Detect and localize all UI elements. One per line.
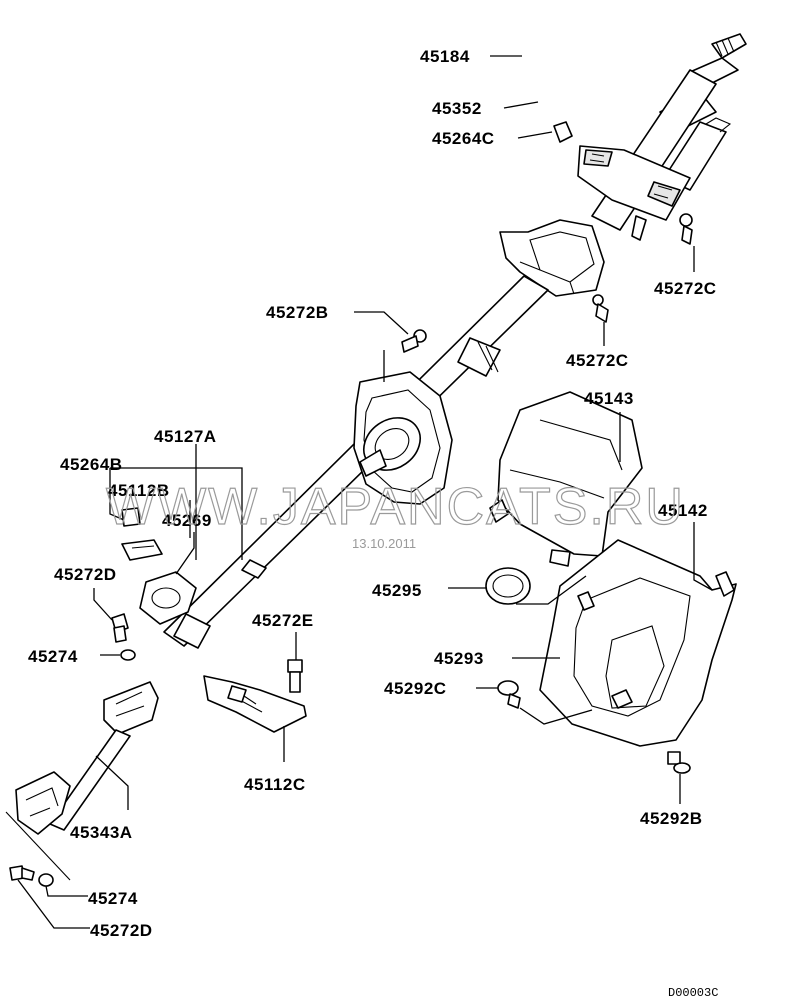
label-45272D-upper: 45272D — [54, 565, 117, 584]
label-45293: 45293 — [434, 649, 484, 668]
label-45352: 45352 — [432, 99, 482, 118]
intermediate-shaft — [163, 275, 549, 649]
label-45272C-upper: 45272C — [654, 279, 717, 298]
bolt-45272E — [287, 659, 303, 693]
bolt-45272C-mid — [592, 294, 609, 323]
column-bracket-assembly — [577, 145, 691, 241]
screw-45292C — [497, 680, 521, 709]
lower-column-cover — [539, 539, 737, 747]
label-45269: 45269 — [162, 511, 212, 530]
watermark-text: WWW.JAPANCATS.RU — [106, 478, 685, 536]
label-45112B: 45112B — [108, 481, 170, 500]
label-45264C: 45264C — [432, 129, 495, 148]
bolt-45272C-upper — [679, 213, 693, 245]
cover-ring — [485, 567, 531, 605]
date-stamp: 13.10.2011 — [352, 536, 416, 551]
bolt-45272B — [401, 329, 427, 353]
label-45184: 45184 — [420, 47, 470, 66]
washer-45274-upper — [120, 649, 136, 661]
nut-45264B — [121, 507, 141, 527]
label-45127A: 45127A — [154, 427, 217, 446]
label-45274-upper: 45274 — [28, 647, 78, 666]
label-45292C: 45292C — [384, 679, 447, 698]
label-45264B: 45264B — [60, 455, 123, 474]
screw-45292B — [667, 751, 691, 774]
label-45272B: 45272B — [266, 303, 329, 322]
leader-lines — [17, 55, 713, 929]
label-45292B: 45292B — [640, 809, 703, 828]
callout-labels: 45184 45352 45264C 45272C 45272B 45272C … — [28, 47, 717, 940]
document-id: D00003C — [668, 986, 718, 1000]
bolt-45264C — [553, 121, 573, 143]
label-45272E: 45272E — [252, 611, 314, 630]
lower-column-housing — [499, 219, 605, 297]
shaft-bushing — [139, 571, 197, 625]
label-45343A: 45343A — [70, 823, 133, 842]
label-45142: 45142 — [658, 501, 708, 520]
dust-cover-plate — [353, 371, 453, 505]
label-45295: 45295 — [372, 581, 422, 600]
label-45274-lower: 45274 — [88, 889, 138, 908]
bolt-45272D-upper — [111, 613, 129, 643]
label-45272C-mid: 45272C — [566, 351, 629, 370]
bolt-45272D-lower — [9, 865, 35, 881]
label-45272D-lower: 45272D — [90, 921, 153, 940]
upper-column-cover — [489, 391, 643, 567]
label-45112C: 45112C — [244, 775, 306, 794]
washer-45274-lower — [38, 873, 54, 887]
label-45143: 45143 — [584, 389, 634, 408]
clamp-bracket — [121, 539, 163, 561]
universal-joint-shaft — [5, 681, 159, 881]
lower-shaft-bracket — [203, 675, 307, 733]
